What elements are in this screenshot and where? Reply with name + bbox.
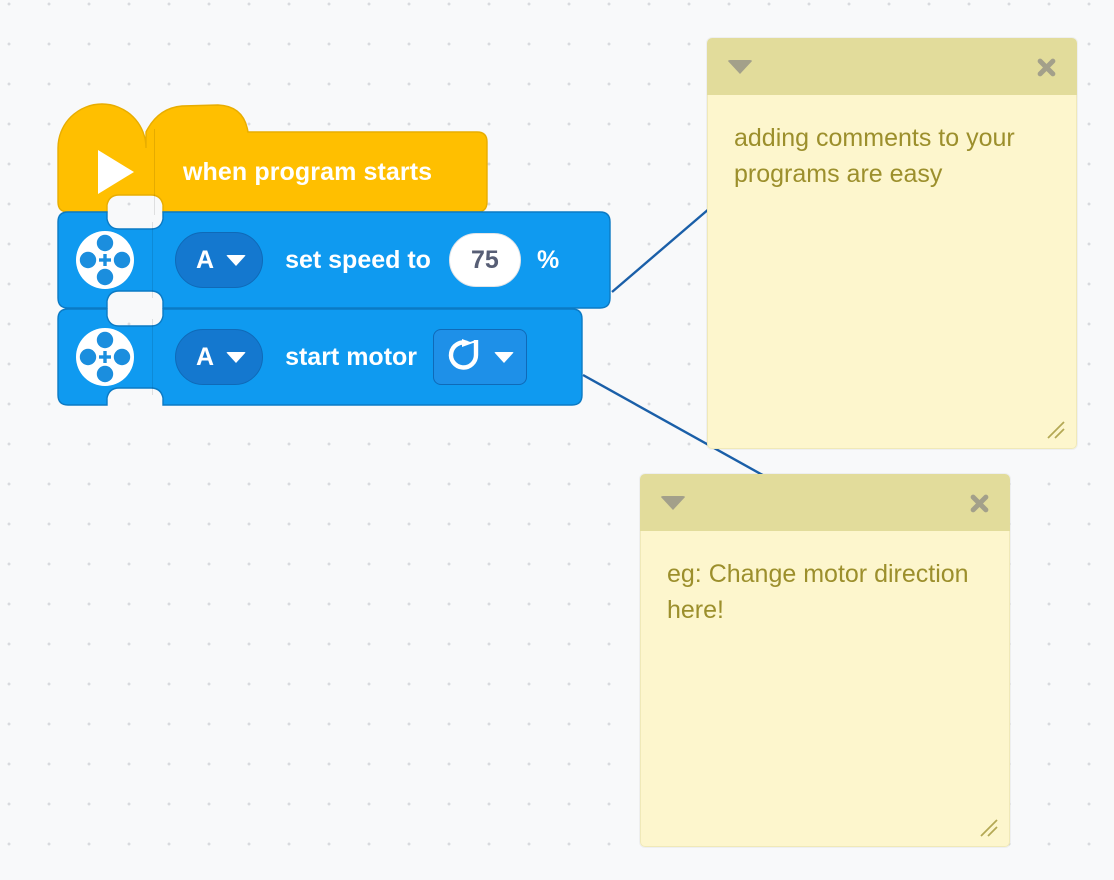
connector-line-set-speed: [611, 207, 711, 293]
block-divider: [154, 129, 155, 215]
collapse-triangle-icon[interactable]: [660, 495, 686, 510]
block-when-program-starts[interactable]: when program starts: [57, 103, 488, 215]
block-start-motor[interactable]: A start motor: [57, 307, 586, 407]
block-script-stack[interactable]: when program starts: [57, 103, 614, 407]
comment-body[interactable]: eg: Change motor direction here!: [640, 531, 1010, 847]
rotate-clockwise-icon: [446, 336, 484, 379]
play-icon: [90, 147, 142, 197]
comment-box-2[interactable]: eg: Change motor direction here!: [640, 474, 1010, 847]
comment-body[interactable]: adding comments to your programs are eas…: [707, 95, 1077, 449]
comment-text[interactable]: eg: Change motor direction here!: [667, 560, 969, 624]
block-set-speed[interactable]: A set speed to 75 %: [57, 210, 614, 310]
resize-grip-icon[interactable]: [1045, 419, 1067, 441]
block-label-start-motor: start motor: [285, 342, 418, 371]
comment-box-1[interactable]: adding comments to your programs are eas…: [707, 38, 1077, 449]
set-speed-block-content: A set speed to 75 %: [58, 210, 559, 310]
direction-dropdown[interactable]: [433, 329, 528, 385]
hat-block-shape: [57, 103, 488, 213]
comment-header[interactable]: [640, 474, 1010, 531]
comment-header[interactable]: [707, 38, 1077, 95]
speed-value-input[interactable]: 75: [448, 233, 521, 287]
collapse-triangle-icon[interactable]: [727, 59, 753, 74]
close-icon[interactable]: [966, 490, 992, 516]
block-divider: [152, 319, 153, 395]
close-icon[interactable]: [1033, 54, 1059, 80]
block-divider: [152, 222, 153, 298]
chevron-down-icon: [494, 351, 515, 363]
chevron-down-icon: [226, 254, 247, 266]
percent-unit-label: %: [536, 245, 560, 274]
block-label-when-program-starts: when program starts: [183, 157, 433, 186]
port-dropdown-start-motor[interactable]: A: [175, 329, 264, 385]
port-dropdown-value: A: [196, 342, 215, 371]
resize-grip-icon[interactable]: [978, 817, 1000, 839]
hat-block-content: when program starts: [58, 129, 433, 215]
start-motor-block-content: A start motor: [58, 307, 528, 407]
comment-text[interactable]: adding comments to your programs are eas…: [734, 124, 1015, 188]
port-dropdown-value: A: [196, 245, 215, 274]
motor-icon: [74, 229, 136, 291]
motor-icon: [74, 326, 136, 388]
chevron-down-icon: [226, 351, 247, 363]
port-dropdown-set-speed[interactable]: A: [175, 232, 264, 288]
block-label-set-speed: set speed to: [285, 245, 431, 274]
